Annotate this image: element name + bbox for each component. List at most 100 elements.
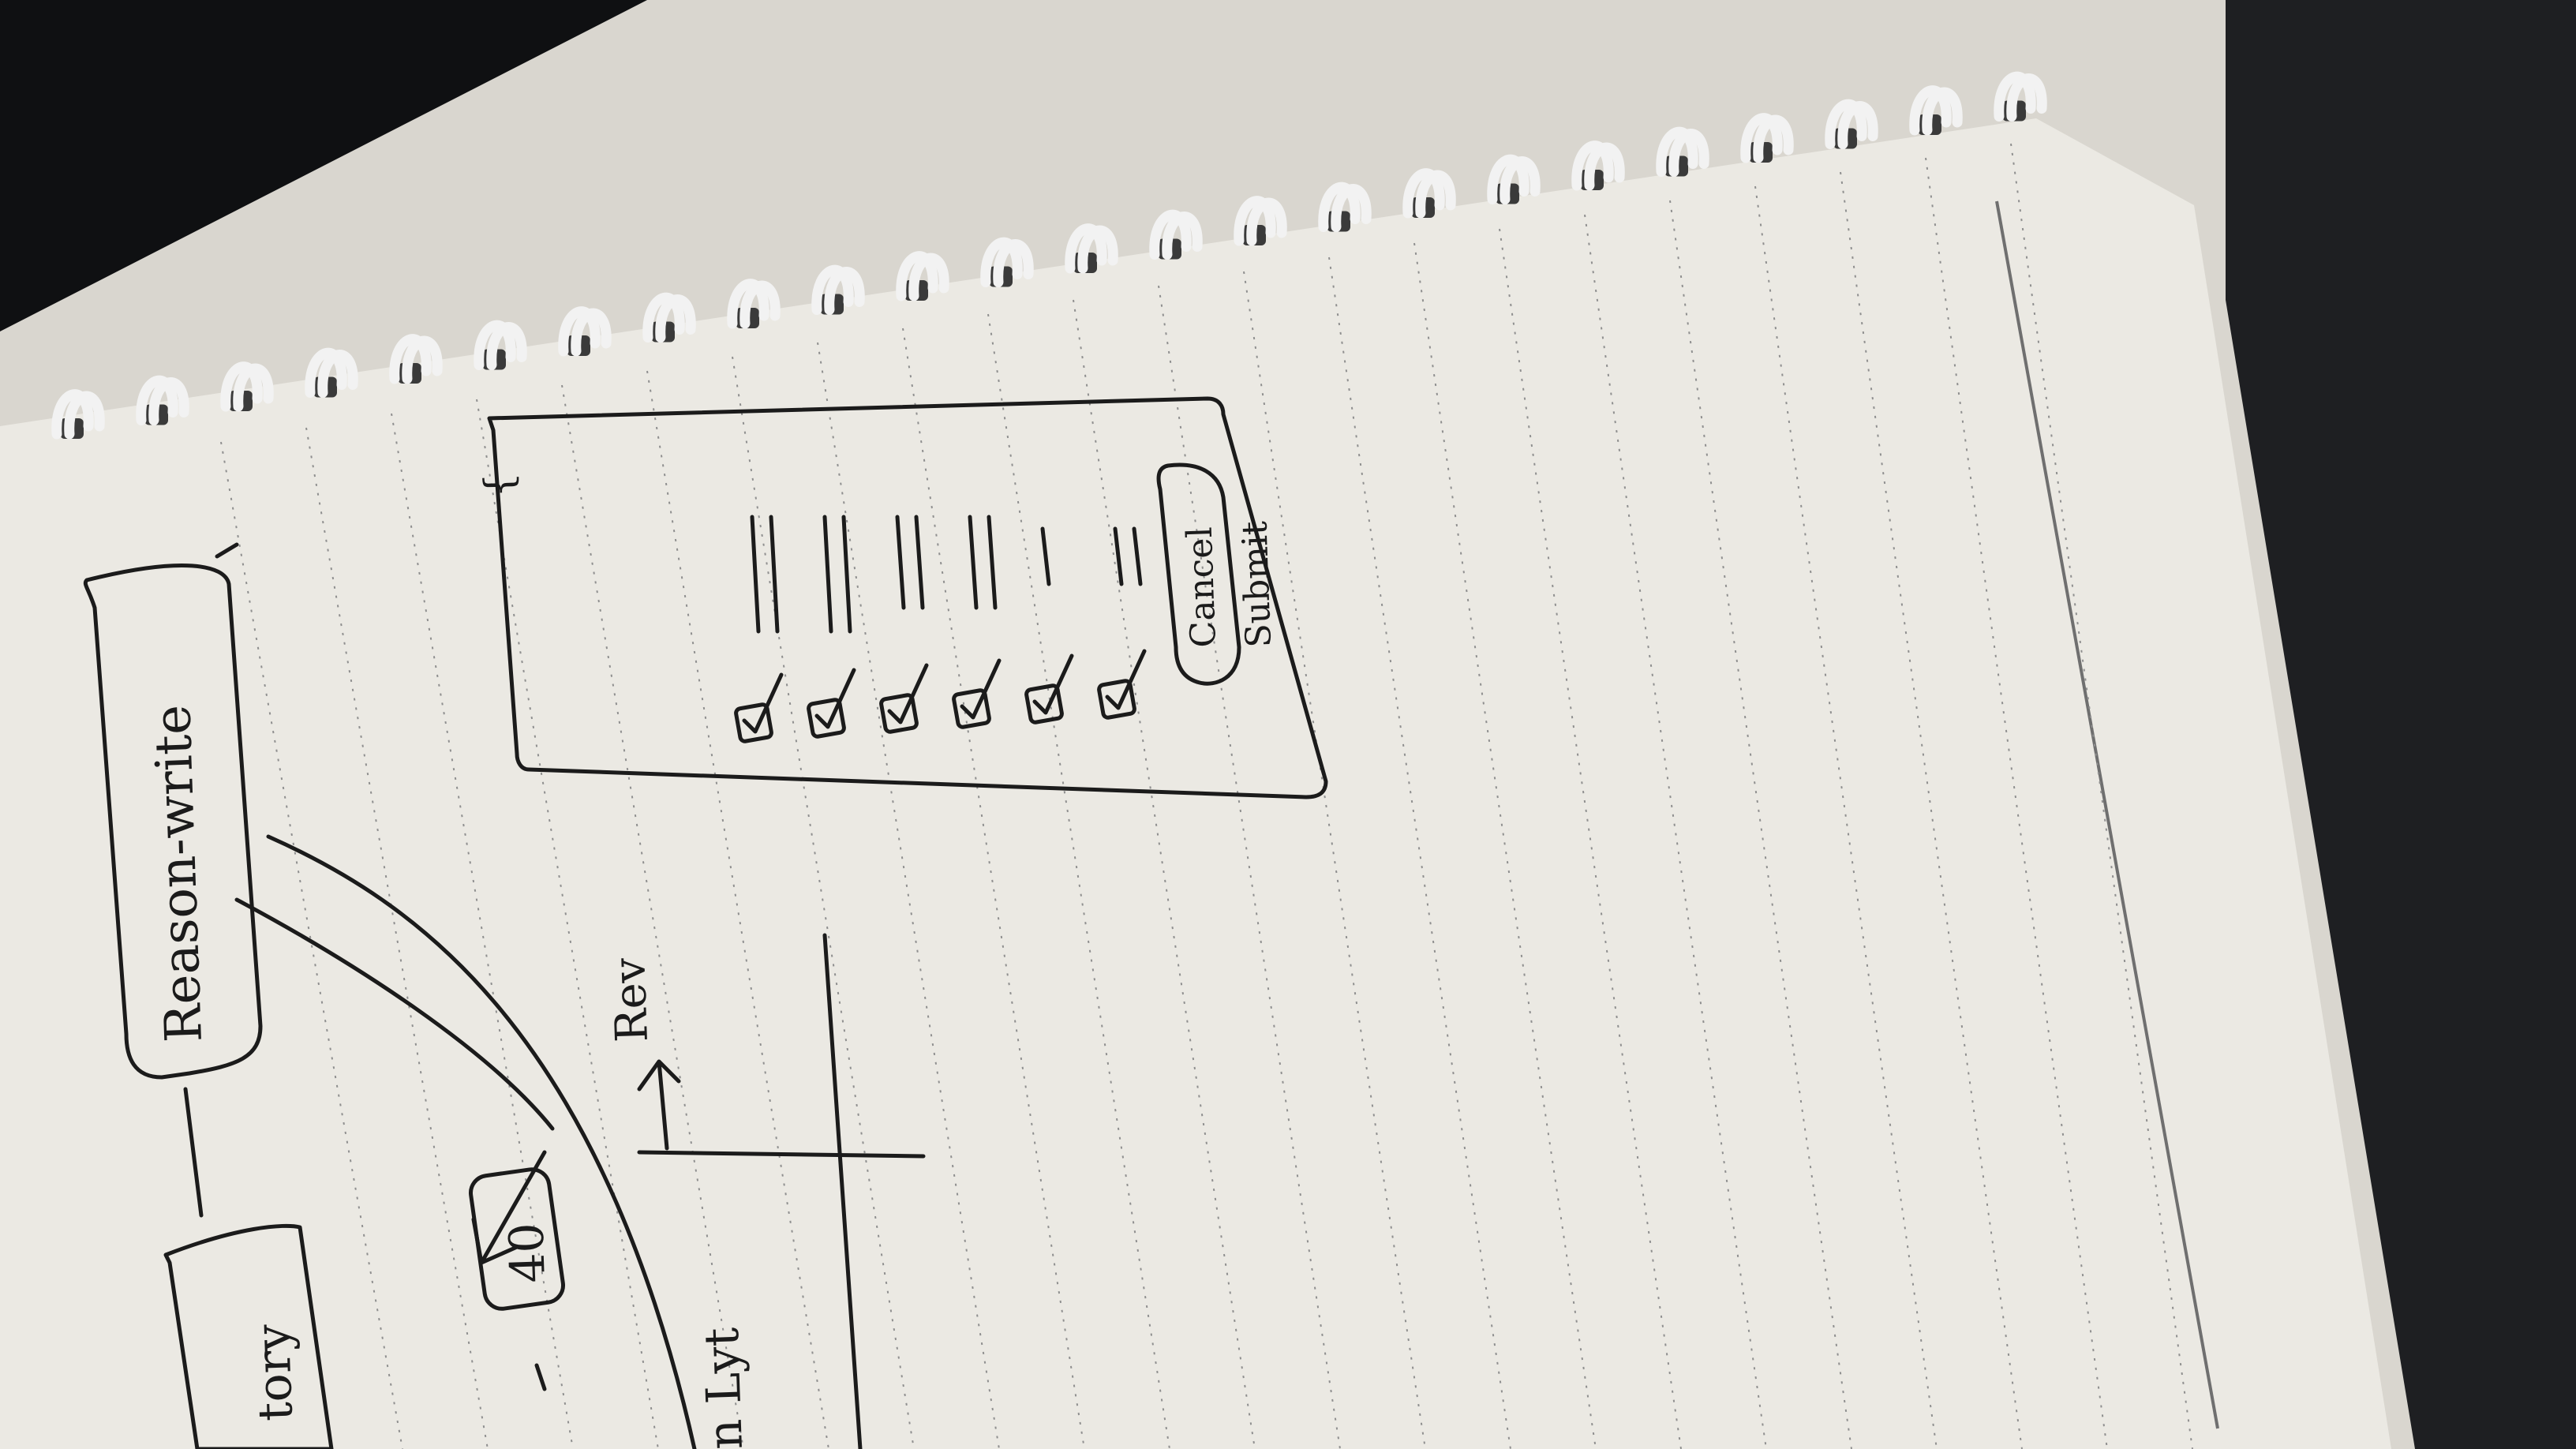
connector-top (215, 542, 239, 559)
checkbox-sketch (879, 693, 919, 734)
spiral-wire (1837, 101, 1878, 149)
text-line-sketch (769, 515, 780, 634)
sketch-drawing: Reason-write tory 40 Rev n Lyt { Cancel (83, 396, 1328, 1449)
spiral-wire (1234, 196, 1276, 246)
form-frame (487, 396, 1328, 799)
spiral-binding (51, 71, 2047, 440)
dotted-rule (1669, 200, 1852, 1449)
form-checkbox-rows (734, 515, 1147, 743)
spiral-wire (980, 237, 1023, 287)
submit-button-label: Submit (1234, 520, 1279, 648)
spiral-wire (1825, 99, 1867, 149)
spiral-wire (2006, 73, 2047, 122)
spiral-wire (148, 377, 189, 425)
text-line-sketch (914, 515, 925, 610)
spiral-ring (1318, 182, 1372, 232)
spiral-wire (655, 294, 696, 343)
text-line-sketch (987, 515, 998, 610)
spiral-wire (811, 264, 854, 315)
spiral-wire (389, 334, 432, 384)
spiral-ring (1149, 209, 1203, 260)
spiral-wire (1571, 140, 1614, 191)
text-line-sketch (841, 515, 852, 634)
review-arrow (637, 1059, 681, 1151)
review-axis-horizontal (637, 1150, 926, 1159)
spiral-wire (64, 391, 105, 440)
checkmark-sketch (960, 658, 1002, 720)
arrow-curve-inner (234, 897, 555, 1131)
spiral-wire (993, 239, 1034, 287)
spiral-wire (1668, 129, 1709, 177)
spiral-ring (1656, 126, 1709, 177)
reason-write-label: Reason-write (144, 704, 214, 1043)
spiral-ring (1571, 140, 1625, 191)
spiral-wire (571, 308, 612, 357)
spiral-wire (558, 306, 601, 357)
form-row (1097, 526, 1147, 720)
checkbox-sketch (1097, 679, 1136, 720)
text-line-sketch (1132, 526, 1143, 586)
spiral-ring (1487, 154, 1541, 204)
form-row (1024, 526, 1074, 724)
spiral-wire (1994, 71, 2036, 122)
form-row (734, 515, 784, 743)
spiral-ring (642, 292, 696, 343)
spiral-ring (896, 251, 949, 301)
spiral-ring (1402, 168, 1456, 219)
spiral-wire (1246, 197, 1287, 246)
spiral-wire (1500, 156, 1541, 204)
spiral-ring (1065, 223, 1118, 274)
dotted-rule (2010, 143, 2193, 1449)
spiral-wire (220, 361, 263, 412)
dotted-rule (1328, 256, 1511, 1449)
history-box (163, 1223, 334, 1449)
spiral-wire (1415, 170, 1456, 219)
spiral-wire (1149, 209, 1192, 260)
spiral-wire (824, 267, 865, 315)
spiral-wire (1318, 182, 1361, 232)
spiral-wire (474, 320, 516, 370)
cancel-button (1156, 462, 1241, 686)
dotted-rule (817, 342, 1000, 1449)
connector-left (183, 1087, 204, 1218)
spiral-wire (317, 350, 358, 398)
spiral-ring (1740, 113, 1794, 163)
spiral-wire (1077, 225, 1118, 274)
spiral-ring (1825, 99, 1878, 149)
spiral-wire (642, 292, 685, 343)
list-label: n Lyt (695, 1327, 754, 1449)
spiral-ring (1234, 196, 1287, 246)
dotted-rule (1158, 285, 1341, 1449)
dotted-rule (220, 441, 403, 1449)
checkmark-sketch (1105, 649, 1147, 710)
spiral-wire (739, 280, 781, 329)
text-line-sketch (822, 515, 833, 634)
spiral-ring (305, 347, 358, 398)
spiral-ring (136, 375, 189, 425)
spiral-wire (1740, 113, 1783, 163)
spiral-wire (1584, 142, 1625, 191)
dotted-rule (476, 399, 659, 1449)
checkbox-sketch (807, 698, 846, 739)
spiral-wire (896, 251, 938, 301)
spiral-ring (727, 279, 781, 329)
dotted-ruling-lines (220, 143, 2193, 1449)
spiral-ring (1994, 71, 2047, 122)
spiral-ring (51, 389, 105, 440)
text-line-sketch (750, 515, 761, 634)
spiral-wire (1487, 154, 1530, 204)
form-title-mark: { (476, 472, 522, 499)
arrow-curve-outer (266, 834, 697, 1449)
spiral-wire (136, 375, 178, 425)
checkmark-sketch (742, 672, 784, 734)
count-badge-label: 40 (499, 1222, 556, 1284)
checkbox-sketch (1024, 683, 1064, 724)
spiral-wire (233, 363, 274, 412)
history-label: tory (245, 1324, 304, 1422)
spiral-wire (305, 347, 347, 398)
spiral-ring (389, 334, 443, 384)
spiral-wire (51, 389, 94, 440)
form-row (807, 515, 856, 739)
reason-write-box (83, 564, 263, 1080)
